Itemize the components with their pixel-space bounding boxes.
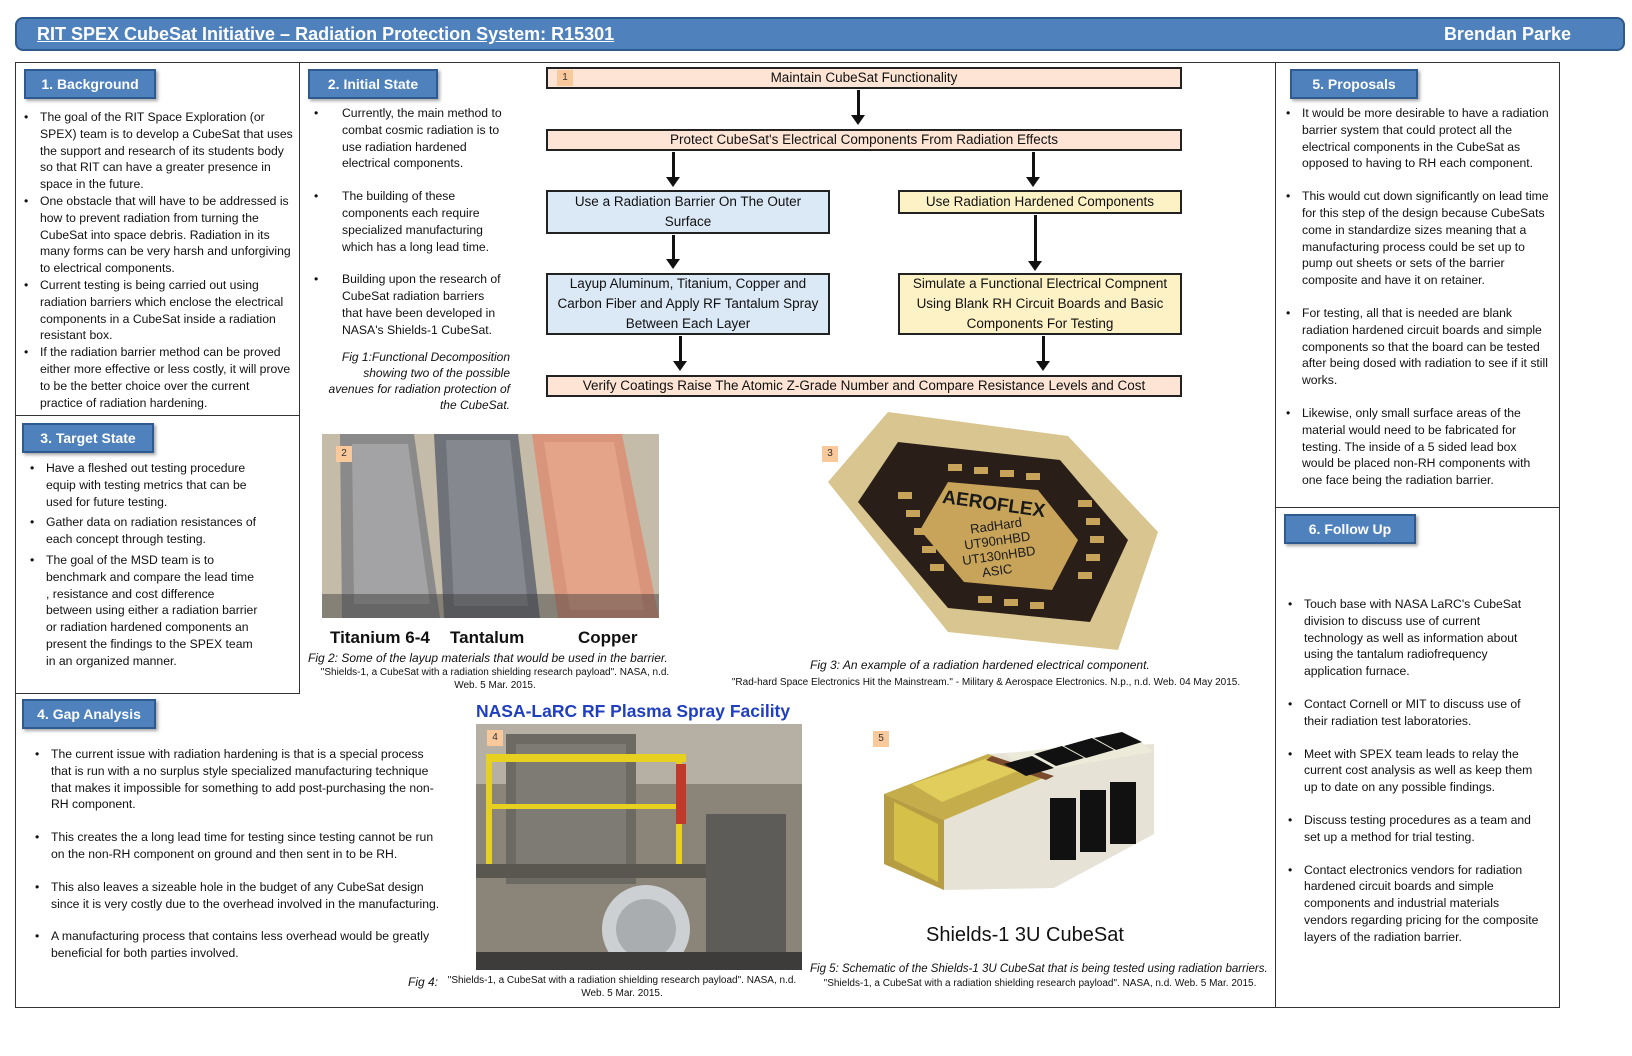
list-item: The goal of the RIT Space Exploration (o… xyxy=(22,109,294,193)
gap-analysis-heading: 4. Gap Analysis xyxy=(22,699,156,729)
fig5-citation: "Shields-1, a CubeSat with a radiation s… xyxy=(823,978,1257,989)
list-item: One obstacle that will have to be addres… xyxy=(22,193,294,277)
flow-bottom-box: Verify Coatings Raise The Atomic Z-Grade… xyxy=(546,375,1182,397)
fig2-citation: "Shields-1, a CubeSat with a radiation s… xyxy=(320,667,670,691)
flow-arrow xyxy=(666,152,680,187)
list-item: The building of these components each re… xyxy=(312,188,502,255)
list-item: Meet with SPEX team leads to relay the c… xyxy=(1286,746,1542,796)
flow-right2-box: Simulate a Functional Electrical Compnen… xyxy=(898,273,1182,335)
flow-arrow xyxy=(1026,152,1040,187)
fig4-badge: 4 xyxy=(487,730,503,746)
follow-up-list: Touch base with NASA LaRC's CubeSat divi… xyxy=(1286,596,1542,962)
fig1-badge: 1 xyxy=(557,70,573,86)
fig3-badge: 3 xyxy=(822,446,838,462)
list-item: This creates the a long lead time for te… xyxy=(33,829,443,863)
flow-arrow xyxy=(673,336,687,371)
list-item: Building upon the research of CubeSat ra… xyxy=(312,271,502,338)
list-item: This also leaves a sizeable hole in the … xyxy=(33,879,443,913)
fig5-caption: Fig 5: Schematic of the Shields-1 3U Cub… xyxy=(810,963,1268,975)
fig3-caption: Fig 3: An example of a radiation hardene… xyxy=(810,658,1150,672)
list-item: It would be more desirable to have a rad… xyxy=(1284,105,1550,172)
list-item: For testing, all that is needed are blan… xyxy=(1284,305,1550,389)
fig5-cubesat-image xyxy=(884,724,1158,890)
fig4-caption-lead: Fig 4: xyxy=(408,975,439,989)
list-item: Likewise, only small surface areas of th… xyxy=(1284,405,1550,489)
background-heading: 1. Background xyxy=(24,69,156,99)
author-name: Brendan Parke xyxy=(1443,24,1571,44)
flow-second-box: Protect CubeSat's Electrical Components … xyxy=(546,129,1182,151)
list-item: Touch base with NASA LaRC's CubeSat divi… xyxy=(1286,596,1542,680)
flow-left2-box: Layup Aluminum, Titanium, Copper and Car… xyxy=(546,273,830,335)
list-item: Currently, the main method to combat cos… xyxy=(312,105,502,172)
flow-top-box: Maintain CubeSat Functionality xyxy=(546,67,1182,89)
list-item: If the radiation barrier method can be p… xyxy=(22,344,294,411)
initial-state-list: Currently, the main method to combat cos… xyxy=(312,105,502,355)
flow-arrow xyxy=(1028,215,1042,271)
fig4-facility-graphic xyxy=(476,724,802,970)
fig2-badge: 2 xyxy=(336,446,352,462)
fig3-chip-image: AEROFLEX RadHard UT90nHBD UT130nHBD ASIC xyxy=(828,412,1158,650)
proposals-heading: 5. Proposals xyxy=(1290,69,1418,99)
title-bar: RIT SPEX CubeSat Initiative – Radiation … xyxy=(15,17,1625,51)
fig1-caption: Fig 1:Functional Decomposition showing t… xyxy=(328,350,510,412)
fig4-facility-photo xyxy=(476,724,802,970)
fig2-label-tantalum: Tantalum xyxy=(450,628,525,647)
target-state-list: Have a fleshed out testing procedure equ… xyxy=(28,460,260,670)
fig5-cubesat-graphic xyxy=(884,732,1154,890)
list-item: The goal of the MSD team is to benchmark… xyxy=(28,552,260,670)
proposals-panel: 5. Proposals It would be more desirable … xyxy=(1275,62,1560,508)
list-item: Contact Cornell or MIT to discuss use of… xyxy=(1286,696,1542,730)
fig2-caption: Fig 2: Some of the layup materials that … xyxy=(308,651,668,665)
fig5-badge: 5 xyxy=(873,731,889,747)
fig4-citation: "Shields-1, a CubeSat with a radiation s… xyxy=(447,975,797,999)
list-item: Gather data on radiation resistances of … xyxy=(28,514,260,548)
list-item: A manufacturing process that contains le… xyxy=(33,928,443,962)
fig2-materials-graphic xyxy=(322,434,659,618)
poster-title: RIT SPEX CubeSat Initiative – Radiation … xyxy=(37,24,615,44)
list-item: This would cut down significantly on lea… xyxy=(1284,188,1550,289)
list-item: Contact electronics vendors for radiatio… xyxy=(1286,862,1542,946)
background-list: The goal of the RIT Space Exploration (o… xyxy=(22,109,294,411)
fig3-chip-graphic xyxy=(828,412,1158,650)
flow-arrow xyxy=(851,90,865,125)
list-item: Have a fleshed out testing procedure equ… xyxy=(28,460,260,510)
flow-arrow xyxy=(1036,336,1050,371)
proposals-list: It would be more desirable to have a rad… xyxy=(1284,105,1550,505)
target-state-panel: 3. Target State Have a fleshed out testi… xyxy=(15,415,300,694)
flow-left1-box: Use a Radiation Barrier On The Outer Sur… xyxy=(546,190,830,234)
follow-up-panel: 6. Follow Up Touch base with NASA LaRC's… xyxy=(1275,507,1560,1008)
fig2-photo xyxy=(322,434,659,618)
target-state-heading: 3. Target State xyxy=(22,423,154,453)
flow-right1-box: Use Radiation Hardened Components xyxy=(898,190,1182,214)
gap-analysis-list: The current issue with radiation hardeni… xyxy=(33,746,443,978)
fig2-label-titanium: Titanium 6-4 xyxy=(330,628,430,647)
initial-state-heading: 2. Initial State xyxy=(308,69,438,99)
list-item: Current testing is being carried out usi… xyxy=(22,277,294,344)
fig4-title: NASA-LaRC RF Plasma Spray Facility xyxy=(476,701,791,721)
list-item: Discuss testing procedures as a team and… xyxy=(1286,812,1542,846)
fig3-citation: "Rad-hard Space Electronics Hit the Main… xyxy=(731,677,1241,688)
fig2-label-copper: Copper xyxy=(578,628,638,647)
follow-up-heading: 6. Follow Up xyxy=(1284,514,1416,544)
flow-arrow xyxy=(666,235,680,269)
background-panel: 1. Background The goal of the RIT Space … xyxy=(15,62,300,416)
list-item: The current issue with radiation hardeni… xyxy=(33,746,443,813)
fig5-label: Shields-1 3U CubeSat xyxy=(926,924,1124,946)
